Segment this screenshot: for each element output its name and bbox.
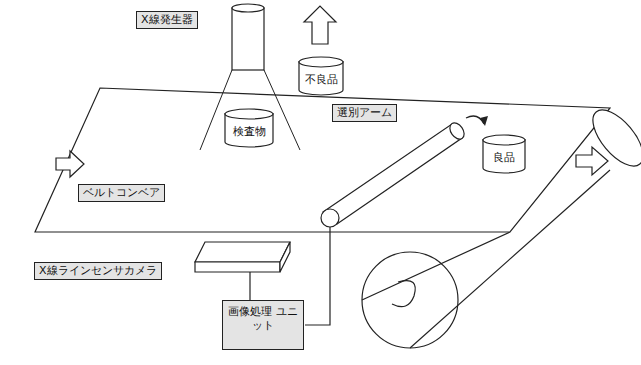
label-tag: ベルトコンベア [78,184,165,202]
node-label: X線ラインセンサカメラ [39,264,157,277]
node-label: 画像処理 ユニット [226,305,300,334]
node-label: 不良品 [305,72,338,87]
label-tag: 選別アーム [332,104,397,122]
node-label: ベルトコンベア [83,186,160,199]
product-cylinder: 良品 [482,134,526,174]
node-label: 選別アーム [337,106,392,119]
node-label: 良品 [493,150,515,165]
label-tag: X線ラインセンサカメラ [34,262,162,280]
signal-wire [249,272,250,300]
node-label: X線発生器 [141,13,193,26]
belt-surface [35,88,610,232]
product-cylinder: 検査物 [224,108,274,148]
line-sensor-camera [195,242,290,262]
label-tag: X線発生器 [136,11,198,29]
xray-tube [232,8,264,70]
exit-arrow [576,147,608,175]
eject-arrow [304,6,336,44]
sorting-arm [323,124,462,224]
product-cylinder: 不良品 [298,56,344,96]
control-wire [305,227,330,325]
belt-return-roll [362,252,458,348]
feed-arrow [56,151,84,177]
processing-unit: 画像処理 ユニット [222,300,304,350]
node-label: 検査物 [233,124,266,139]
